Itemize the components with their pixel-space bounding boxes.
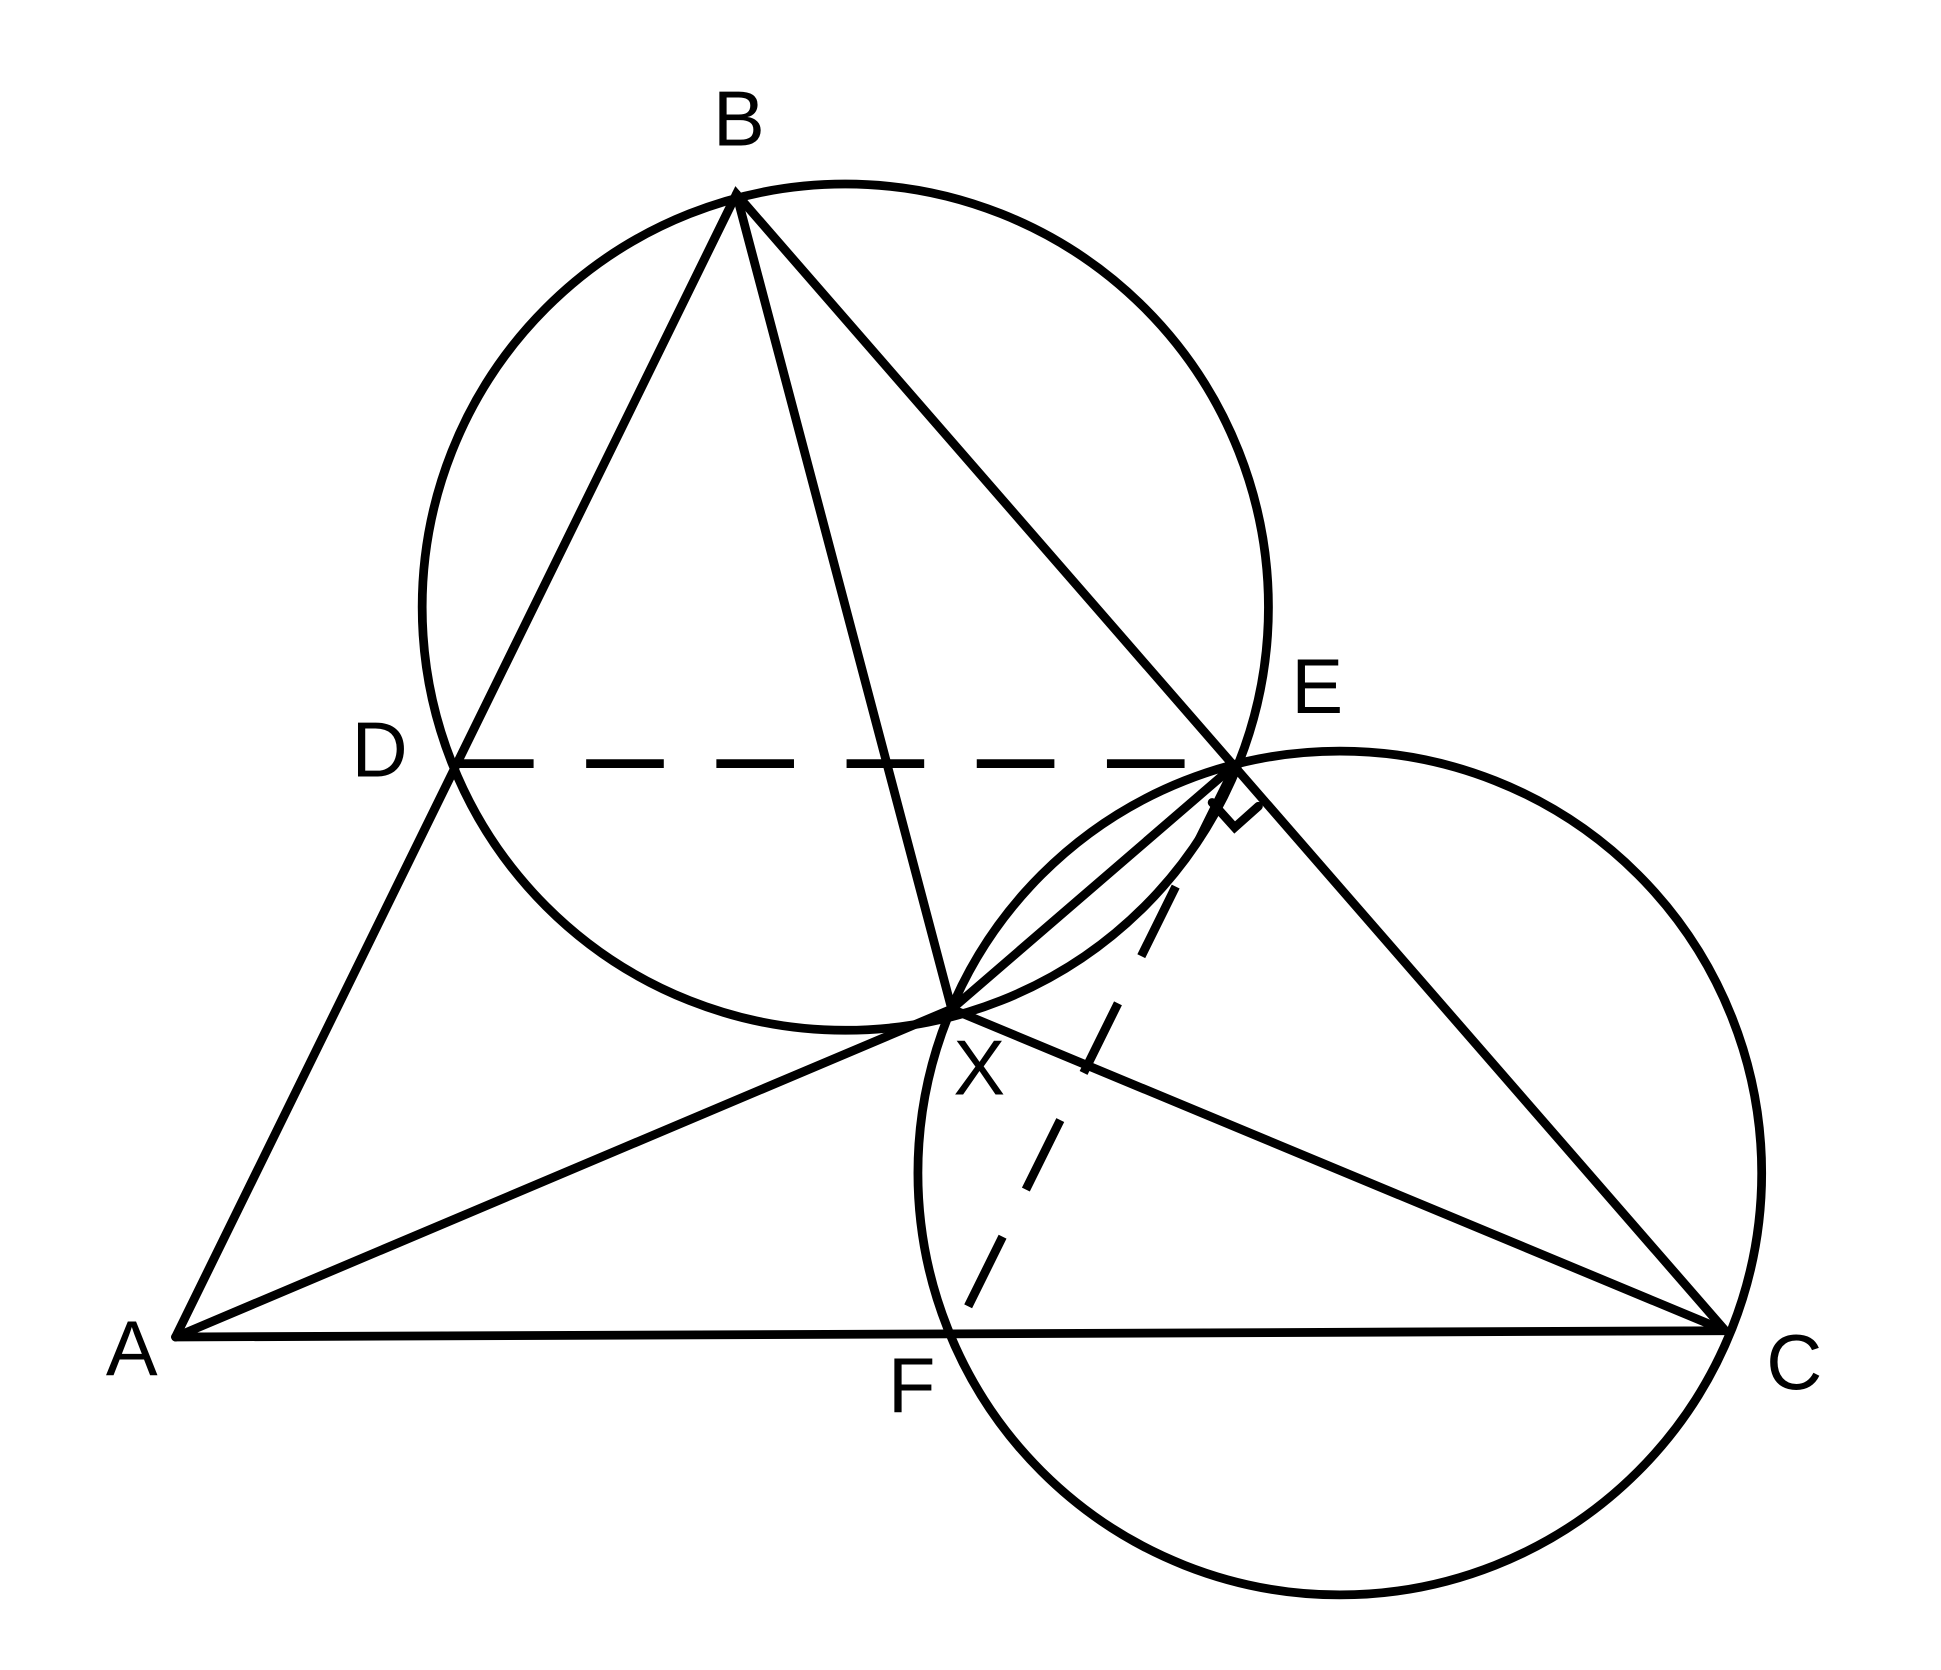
segment-bx [732, 189, 957, 1014]
side-ac [171, 1326, 1730, 1342]
dashed-ef [950, 767, 1238, 1337]
segment-xc [947, 1004, 1730, 1336]
segment-xe [947, 761, 1238, 1014]
label-b: B [713, 77, 765, 163]
label-c: C [1766, 1320, 1822, 1406]
circle-bdx [417, 179, 1273, 1035]
circle-exc [913, 746, 1767, 1600]
label-a: A [106, 1306, 158, 1392]
segment-ax [171, 1004, 957, 1342]
sides-ab-bc [171, 186, 1730, 1342]
label-e: E [1291, 644, 1343, 730]
label-f: F [888, 1344, 935, 1430]
label-x: X [953, 1026, 1005, 1112]
right-angle-mark [1207, 798, 1263, 834]
label-d: D [352, 708, 408, 794]
